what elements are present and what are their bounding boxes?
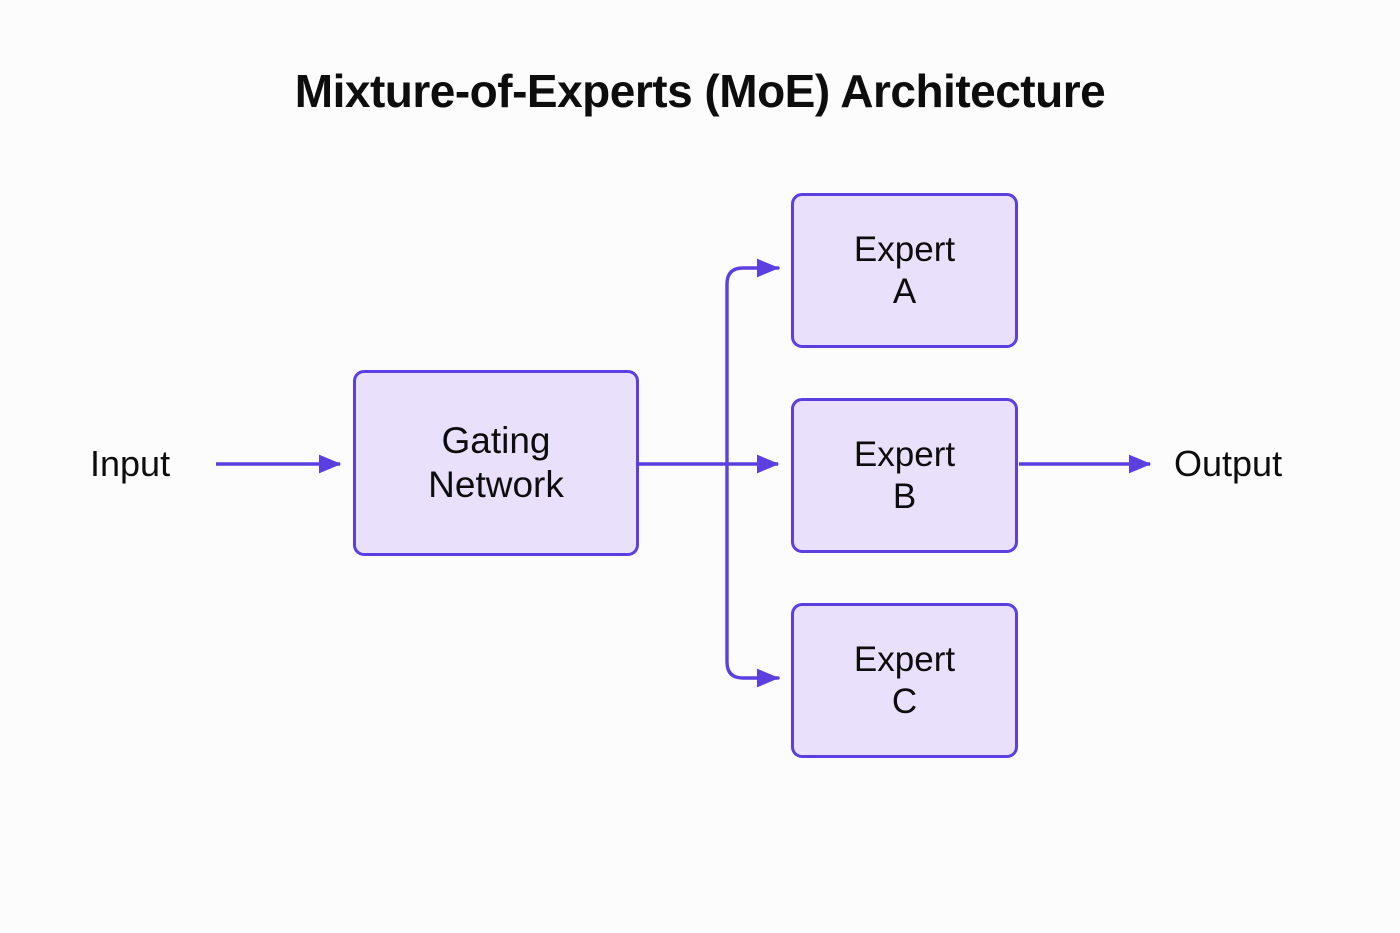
output-label: Output [1174, 443, 1283, 484]
node-expert-c[interactable]: Expert C [791, 603, 1018, 758]
node-expert-b-label: Expert B [853, 435, 956, 516]
node-expert-c-label: Expert C [853, 640, 956, 721]
page-title: Mixture-of-Experts (MoE) Architecture [294, 65, 1106, 117]
node-gating-network[interactable]: Gating Network [353, 370, 639, 556]
input-label: Input [90, 443, 171, 484]
edge-gating-to-expert-c [725, 462, 780, 688]
node-expert-a[interactable]: Expert A [791, 193, 1018, 348]
node-gating-network-label: Gating Network [428, 420, 564, 505]
node-expert-b[interactable]: Expert B [791, 398, 1018, 553]
edge-gating-to-expert-a [725, 258, 780, 466]
node-expert-a-label: Expert A [853, 230, 956, 311]
